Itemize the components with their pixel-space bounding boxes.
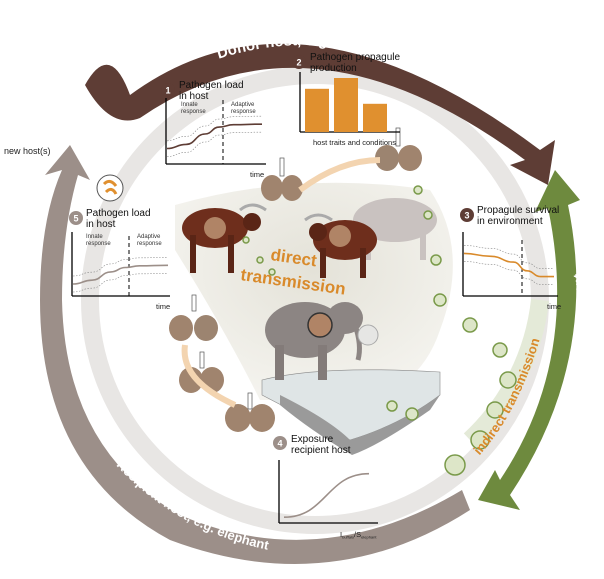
panel-5-adaptive: Adaptive: [137, 234, 161, 240]
bar-c: [363, 103, 387, 132]
confidence-band-upper: [463, 261, 554, 285]
panel-3-number: 3: [464, 211, 469, 221]
panel-5-innate: Innate: [86, 234, 103, 240]
waterhole-bank: [280, 395, 440, 455]
confidence-band-lower: [166, 115, 263, 141]
panel-3-title: Propagule survival: [477, 205, 559, 216]
panel-5-number: 5: [73, 214, 78, 224]
panel-5-adaptive-2: response: [137, 241, 162, 247]
series-line: [283, 472, 370, 518]
recipient-progression-arrow: [181, 344, 237, 408]
panel-4-number: 4: [277, 439, 282, 449]
panel-1-number: 1: [165, 86, 170, 96]
panel-4: 4 Exposure recipient host Ibuffalo/Selep…: [273, 434, 378, 540]
panel-2-number: 2: [296, 58, 301, 68]
lungs-recipient-late: [169, 294, 218, 341]
confidence-band-lower: [463, 245, 554, 269]
panel-3-badge: [460, 208, 474, 222]
panel-4-xlabel: Ibuffalo/Selephant: [340, 530, 377, 540]
confidence-band-upper: [166, 131, 263, 157]
panel-5-title-2: in host: [86, 219, 116, 230]
bar-b: [334, 78, 358, 132]
series-line: [72, 264, 169, 285]
inner-ring-env: [463, 298, 549, 447]
panel-3-xlabel: time: [547, 302, 561, 311]
panel-1-innate-2: response: [181, 109, 206, 115]
panel-5-xlabel: time: [156, 302, 170, 311]
confidence-band-upper: [72, 273, 169, 293]
panel-1-title-2: in host: [179, 91, 209, 102]
lungs-recipient-early: [225, 392, 275, 432]
lungs-recipient-mid: [179, 351, 224, 393]
panel-3-title-2: in environment: [477, 216, 543, 227]
panel-1-adaptive-2: response: [231, 109, 256, 115]
series-line: [166, 123, 263, 150]
bar-a: [305, 88, 329, 132]
panel-5: 5 Pathogen load in host Innate response …: [69, 208, 170, 311]
panel-4-badge: [273, 436, 287, 450]
buffalo-donor-2: [304, 213, 377, 278]
propagules: [242, 185, 517, 476]
panel-2-xlabel: host traits and conditions: [313, 138, 396, 147]
lungs-shedding: [375, 127, 422, 171]
panel-4-title-2: recipient host: [291, 445, 351, 456]
panel-5-badge: [69, 211, 83, 225]
lung-progression-arrow: [298, 157, 381, 193]
panel-5-innate-2: response: [86, 241, 111, 247]
buffalo-donor-1: [182, 203, 267, 273]
pathogen-glyph-icon: [102, 179, 118, 195]
panel-1-innate: Innate: [181, 102, 198, 108]
series-line: [463, 252, 554, 278]
panel-2-title-2: production: [310, 63, 357, 74]
panel-5-title: Pathogen load: [86, 208, 151, 219]
panel-2: 2 Pathogen propagule production host tra…: [292, 52, 401, 147]
panel-2-title: Pathogen propagule: [310, 52, 401, 63]
elephant-recipient: [265, 302, 379, 380]
panel-3: 3 Propagule survival in environment time: [460, 205, 561, 311]
panel-1-badge: [161, 83, 175, 97]
new-hosts-label: new host(s): [4, 146, 51, 156]
panel-1: 1 Pathogen load in host Innate response …: [161, 80, 266, 179]
panel-1-adaptive: Adaptive: [231, 102, 255, 108]
panel-2-badge: [292, 55, 306, 69]
lungs-donor: [261, 157, 303, 201]
panel-1-title: Pathogen load: [179, 80, 244, 91]
panel-1-xlabel: time: [250, 170, 264, 179]
panel-4-title: Exposure: [291, 434, 334, 445]
confidence-band-lower: [72, 257, 169, 277]
